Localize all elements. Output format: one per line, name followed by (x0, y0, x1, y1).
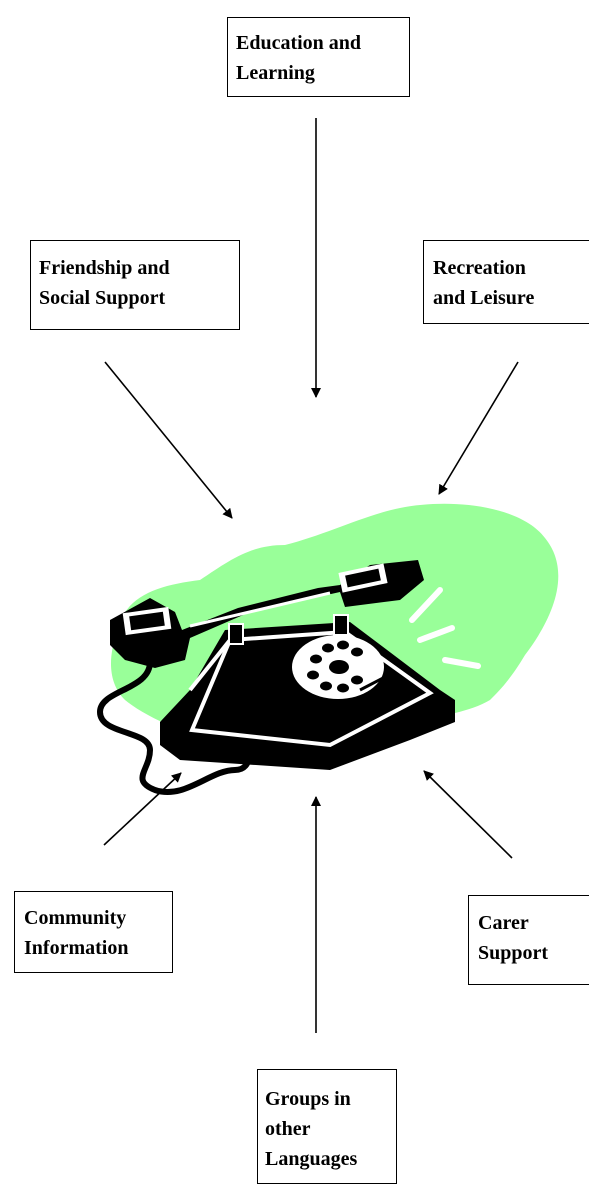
node-label-line: and Leisure (433, 283, 589, 313)
node-label-line: Community (24, 903, 172, 933)
node-groups-in-other-languages: Groups in other Languages (257, 1069, 397, 1184)
node-label-line: other (265, 1114, 396, 1144)
arrow-carer-to-phone (424, 771, 512, 858)
node-label-line: Friendship and (39, 253, 239, 283)
node-label-line: Learning (236, 58, 409, 88)
node-education-and-learning: Education and Learning (227, 17, 410, 97)
node-label-line: Groups in (265, 1084, 396, 1114)
node-community-information: Community Information (14, 891, 173, 973)
node-friendship-and-social-support: Friendship and Social Support (30, 240, 240, 330)
telephone-icon (100, 504, 558, 792)
node-carer-support: Carer Support (468, 895, 589, 985)
node-label-line: Carer (478, 908, 589, 938)
arrow-recreation-to-phone (439, 362, 518, 494)
node-recreation-and-leisure: Recreation and Leisure (423, 240, 589, 324)
arrow-friendship-to-phone (105, 362, 232, 518)
node-label-line: Languages (265, 1144, 396, 1174)
node-label-line: Support (478, 938, 589, 968)
node-label-line: Information (24, 933, 172, 963)
node-label-line: Social Support (39, 283, 239, 313)
node-label-line: Recreation (433, 253, 589, 283)
node-label-line: Education and (236, 28, 409, 58)
